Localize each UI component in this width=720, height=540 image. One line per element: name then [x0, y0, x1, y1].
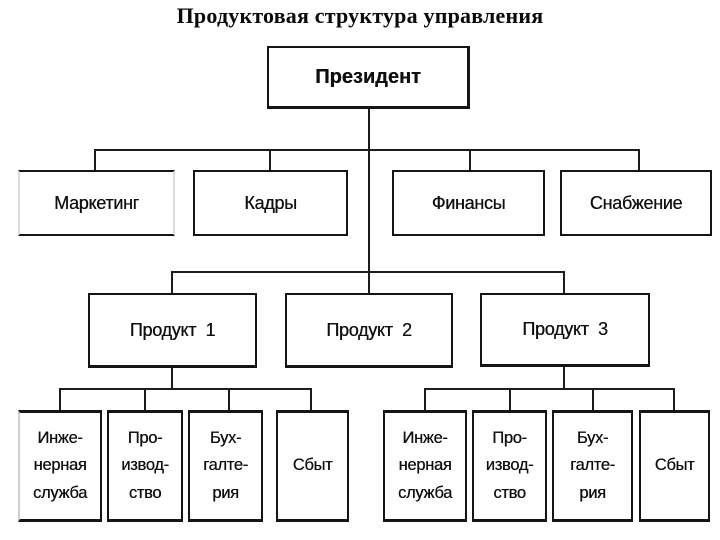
node-product3-engineering-label: Инже- нерная служба	[398, 429, 452, 502]
node-marketing-label: Маркетинг	[54, 192, 139, 213]
node-product3-production-label: Про- извод- ство	[485, 429, 534, 502]
node-product3-accounting-label: Бух- галте- рия	[570, 429, 615, 502]
connector-level2-stub-supply	[638, 150, 640, 171]
connector-product1-drop	[171, 368, 173, 389]
connector-cluster-left-horizontal	[59, 388, 312, 390]
node-product3-accounting: Бух- галте- рия	[552, 410, 633, 522]
node-product-1-label: Продукт 1	[129, 319, 216, 340]
node-product3-sales: Сбыт	[639, 410, 710, 522]
node-finance: Финансы	[392, 170, 545, 236]
node-product-3: Продукт 3	[480, 293, 650, 367]
connector-cluster-right-stub-4	[673, 389, 675, 411]
node-product1-accounting: Бух- галте- рия	[188, 410, 263, 522]
connector-cluster-left-stub-3	[228, 389, 230, 411]
node-product-1: Продукт 1	[88, 293, 257, 368]
connector-level2-stub-hr	[269, 150, 271, 171]
node-product1-engineering: Инже- нерная служба	[18, 410, 102, 522]
node-supply-label: Снабжение	[589, 192, 683, 213]
connector-level3-stub-product3	[563, 272, 565, 294]
connector-cluster-left-stub-2	[144, 389, 146, 411]
connector-level3-stub-product1	[171, 272, 173, 294]
connector-level2-stub-marketing	[94, 150, 96, 171]
node-product1-accounting-label: Бух- галте- рия	[203, 429, 248, 502]
connector-product3-drop	[563, 367, 565, 389]
node-finance-label: Финансы	[431, 192, 506, 213]
node-marketing: Маркетинг	[18, 170, 175, 236]
node-hr: Кадры	[193, 170, 348, 236]
node-product3-sales-label: Сбыт	[654, 456, 695, 475]
node-supply: Снабжение	[560, 170, 712, 236]
connector-cluster-left-stub-1	[59, 389, 61, 411]
node-product1-sales-label: Сбыт	[292, 456, 333, 475]
node-product3-engineering: Инже- нерная служба	[383, 410, 467, 522]
connector-cluster-left-stub-4	[310, 389, 312, 411]
connector-cluster-right-stub-2	[509, 389, 511, 411]
connector-level3-horizontal	[171, 271, 565, 273]
node-president-label: Президент	[315, 65, 421, 88]
connector-root-vertical	[368, 109, 370, 293]
node-president: Президент	[267, 46, 470, 109]
node-product-3-label: Продукт 3	[522, 319, 608, 339]
node-product1-production-label: Про- извод- ство	[121, 429, 169, 502]
connector-level2-horizontal	[94, 149, 640, 151]
connector-cluster-right-stub-3	[592, 389, 594, 411]
node-product3-production: Про- извод- ство	[472, 410, 547, 522]
node-product1-engineering-label: Инже- нерная служба	[33, 429, 87, 502]
node-hr-label: Кадры	[244, 192, 297, 213]
connector-level2-stub-finance	[469, 150, 471, 171]
page-title: Продуктовая структура управления	[176, 3, 544, 28]
connector-cluster-right-stub-1	[424, 389, 426, 411]
node-product1-sales: Сбыт	[276, 410, 349, 522]
node-product-2: Продукт 2	[285, 293, 453, 368]
connector-cluster-right-horizontal	[424, 388, 675, 390]
node-product1-production: Про- извод- ство	[107, 410, 183, 522]
node-product-2-label: Продукт 2	[326, 319, 412, 340]
